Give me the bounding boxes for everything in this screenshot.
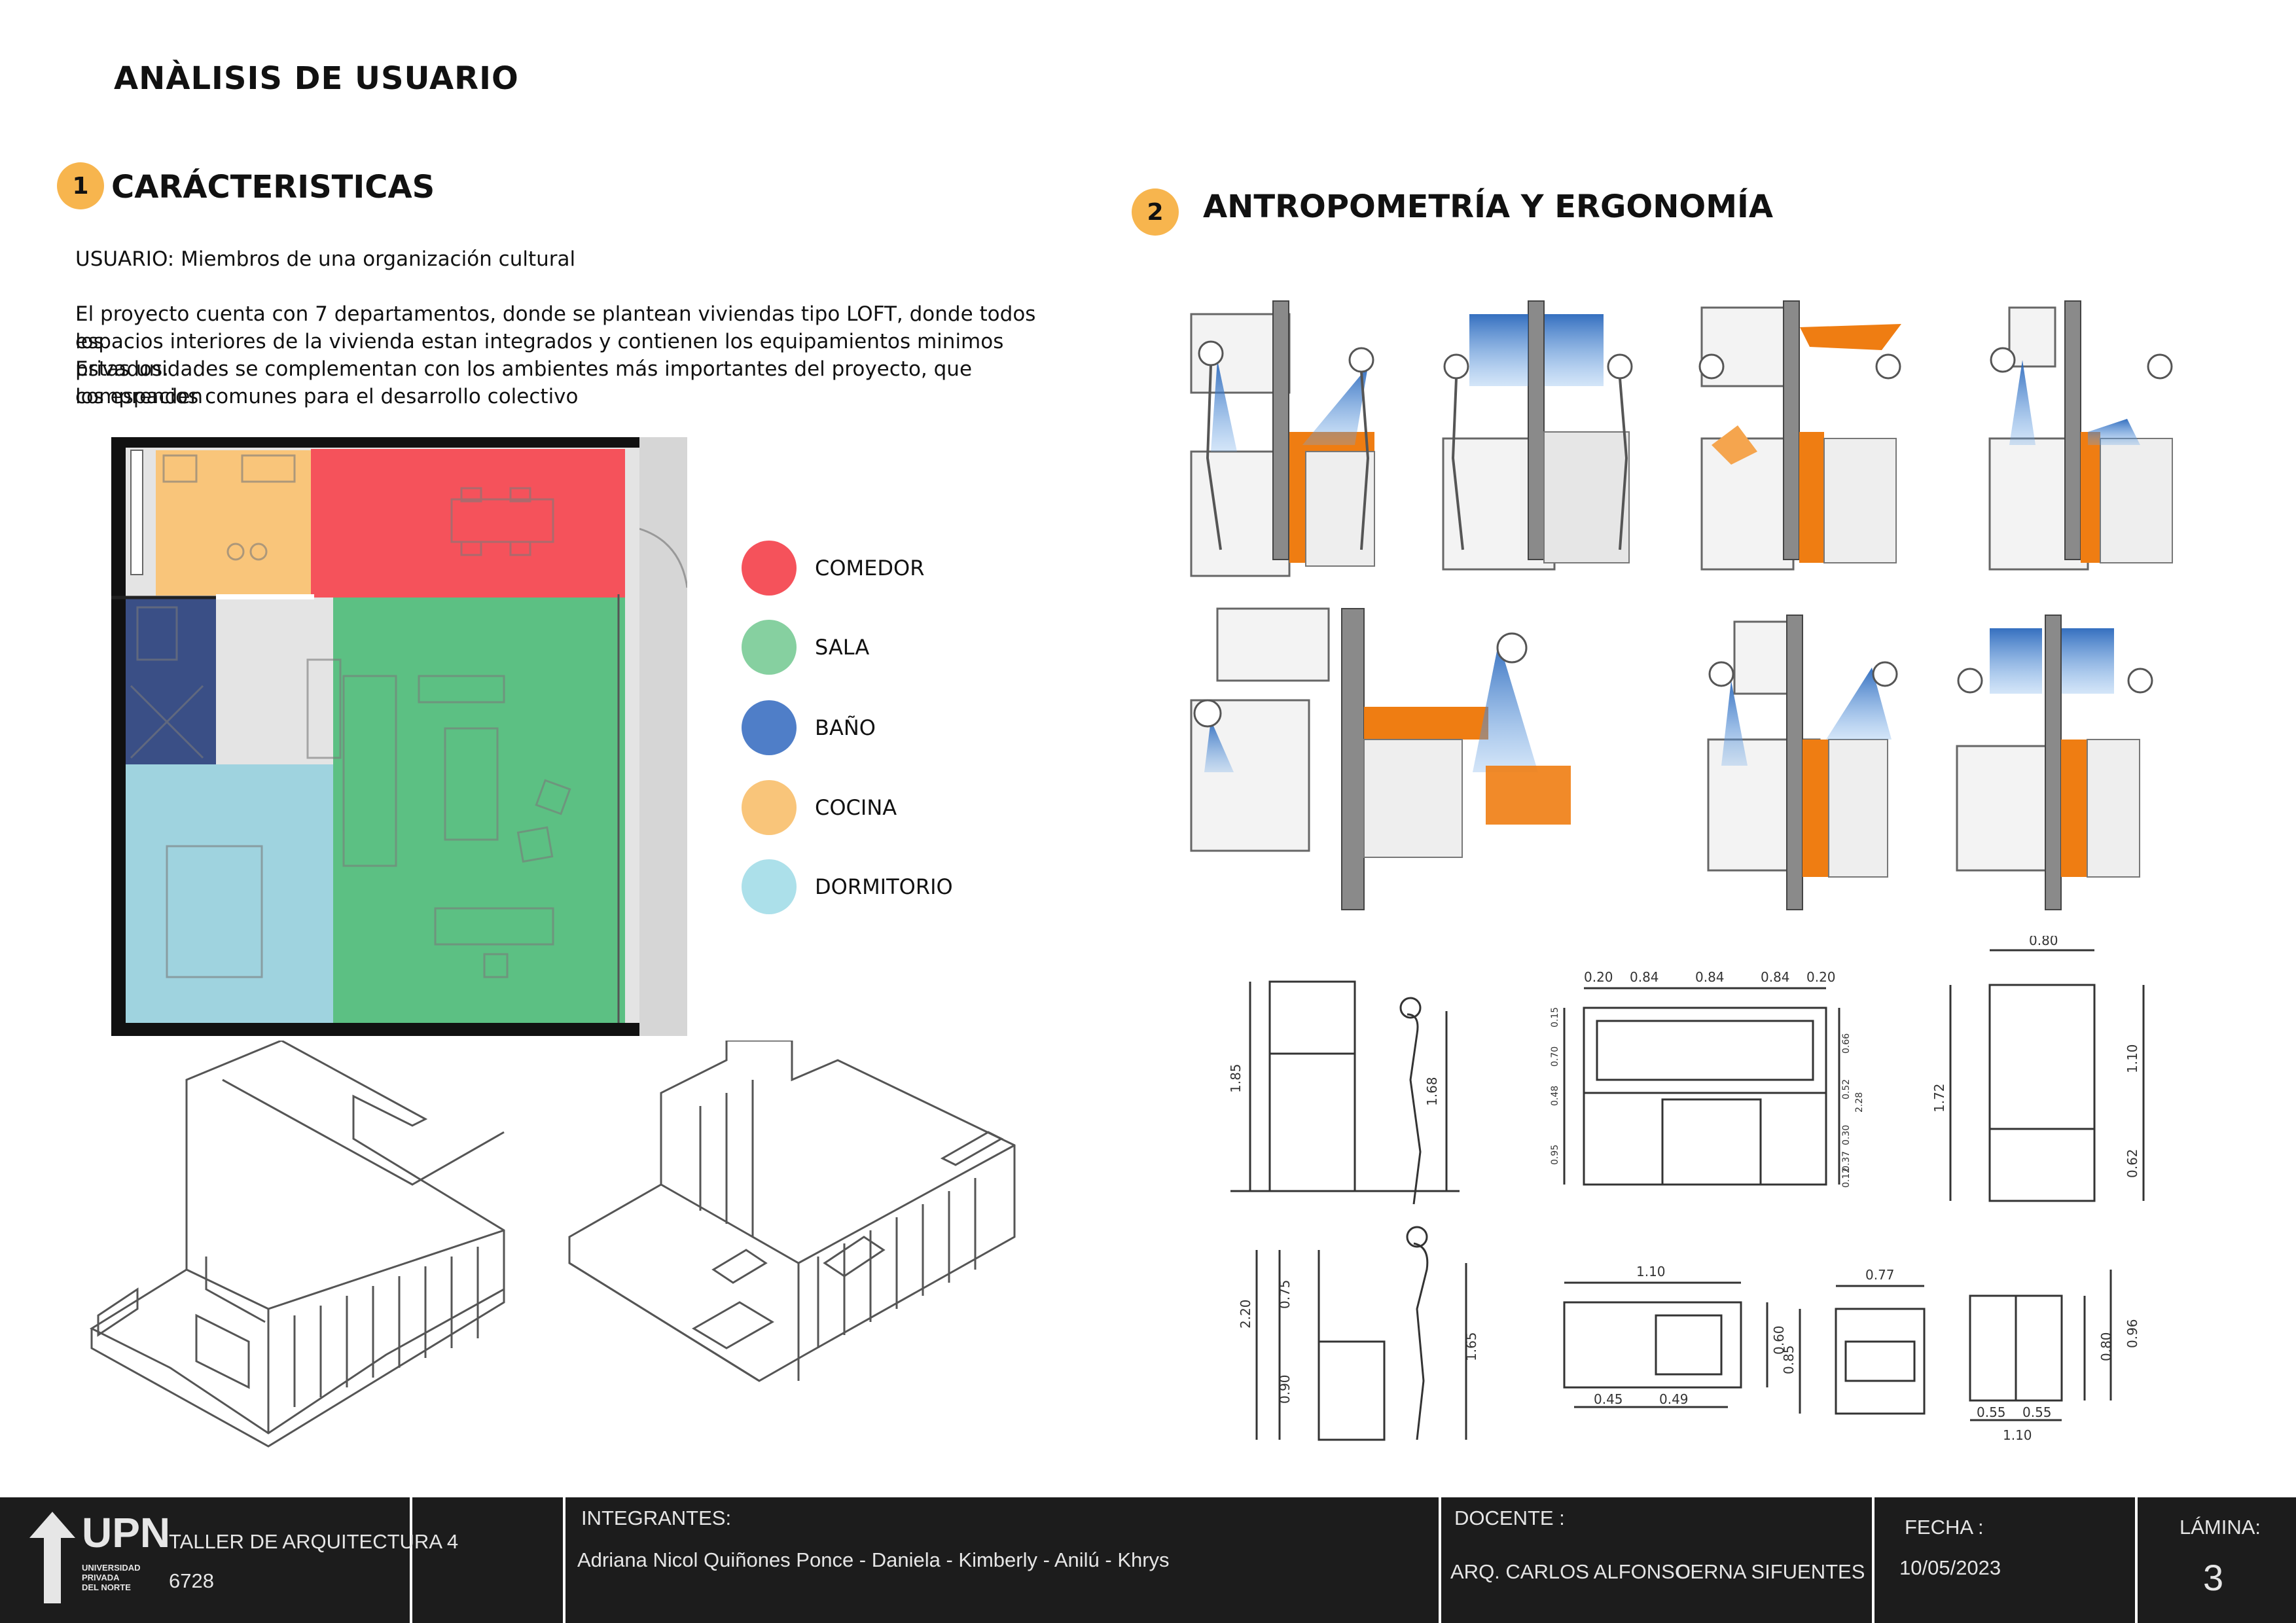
legend-item-dormitorio: DORMITORIO bbox=[742, 859, 953, 914]
dim-label: 0.70 bbox=[1550, 1046, 1560, 1067]
ergonomic-panel-7 bbox=[1956, 615, 2153, 910]
description-line-4: los espacios comunes para el desarrollo … bbox=[75, 385, 579, 408]
footer-divider bbox=[2135, 1497, 2138, 1623]
dim-label: 0.85 bbox=[1781, 1345, 1797, 1374]
fecha-value: 10/05/2023 bbox=[1899, 1556, 2001, 1579]
legend-label: BAÑO bbox=[815, 715, 876, 740]
dim-label: 0.84 bbox=[1761, 969, 1790, 985]
dim-label: 1.10 bbox=[2125, 1044, 2140, 1073]
ergonomic-panel-1 bbox=[1190, 300, 1375, 577]
dim-label: 1.65 bbox=[1463, 1332, 1479, 1361]
course-name: TALLER DE ARQUITECTURA 4 bbox=[169, 1530, 459, 1553]
footer-divider bbox=[1872, 1497, 1874, 1623]
legend-item-comedor: COMEDOR bbox=[742, 541, 924, 596]
zone-comedor bbox=[311, 449, 625, 597]
zone-dormitorio bbox=[126, 764, 333, 1023]
docente-surname: CERNA SIFUENTES bbox=[1676, 1560, 1865, 1583]
docente-name: ARQ. CARLOS ALFONSO bbox=[1450, 1560, 1691, 1583]
dim-label: 0.37 bbox=[1841, 1151, 1852, 1171]
page-title: ANÀLISIS DE USUARIO bbox=[114, 60, 519, 97]
description-line-2: espacios interiores de la vivienda estan… bbox=[75, 330, 1004, 381]
footer-divider bbox=[563, 1497, 565, 1623]
ergonomic-panel-6 bbox=[1707, 615, 1898, 910]
dim-label: 0.77 bbox=[1865, 1267, 1895, 1283]
dim-label: 0.55 bbox=[1977, 1404, 2006, 1420]
lamina-label: LÁMINA: bbox=[2179, 1516, 2261, 1539]
dim-label: 0.49 bbox=[1659, 1391, 1689, 1407]
dim-label: 0.75 bbox=[1277, 1279, 1293, 1309]
dim-label: 1.68 bbox=[1424, 1077, 1440, 1106]
fecha-label: FECHA : bbox=[1905, 1516, 1984, 1539]
integrantes-label: INTEGRANTES: bbox=[581, 1507, 732, 1529]
legend-dot-comedor bbox=[742, 541, 797, 596]
description-line-1: El proyecto cuenta con 7 departamentos, … bbox=[75, 302, 1036, 353]
section-2-badge: 2 bbox=[1132, 188, 1179, 236]
ergonomic-illustrations bbox=[1190, 300, 2173, 910]
footer-bar bbox=[0, 1497, 2296, 1623]
upn-logo-text: UPN bbox=[82, 1509, 171, 1556]
dim-label: 0.20 bbox=[1584, 969, 1613, 985]
dim-label: 0.48 bbox=[1550, 1086, 1560, 1106]
dim-label: 0.45 bbox=[1594, 1391, 1623, 1407]
dim-label: 0.12 bbox=[1841, 1168, 1852, 1188]
legend-item-bano: BAÑO bbox=[742, 700, 876, 755]
lamina-number: 3 bbox=[2203, 1557, 2224, 1598]
dim-label: 0.90 bbox=[1277, 1374, 1293, 1404]
legend-dot-cocina bbox=[742, 780, 797, 835]
dim-label: 0.20 bbox=[1806, 969, 1836, 985]
dim-label: 0.55 bbox=[2022, 1404, 2052, 1420]
legend-dot-bano bbox=[742, 700, 797, 755]
dim-label: 1.85 bbox=[1230, 1063, 1244, 1093]
dim-label: 0.84 bbox=[1695, 969, 1725, 985]
upn-logo-subtitle: UNIVERSIDAD PRIVADA DEL NORTE bbox=[82, 1563, 141, 1592]
dim-label: 0.62 bbox=[2125, 1149, 2140, 1178]
footer-divider bbox=[1439, 1497, 1441, 1623]
legend-dot-sala bbox=[742, 620, 797, 675]
section-1-badge: 1 bbox=[57, 162, 104, 209]
legend-label: DORMITORIO bbox=[815, 874, 953, 899]
dim-label: 0.30 bbox=[1841, 1125, 1852, 1145]
footer-divider bbox=[410, 1497, 412, 1623]
course-code: 6728 bbox=[169, 1569, 214, 1592]
dim-label: 1.10 bbox=[1636, 1264, 1666, 1279]
ergonomic-panel-4 bbox=[1988, 300, 2173, 571]
zone-cocina bbox=[156, 450, 311, 596]
dim-label: 2.20 bbox=[1238, 1299, 1253, 1329]
docente-label: DOCENTE : bbox=[1454, 1507, 1565, 1529]
dim-label: 0.96 bbox=[2125, 1319, 2140, 1348]
dim-label: 0.84 bbox=[1630, 969, 1659, 985]
upn-logo-icon bbox=[29, 1512, 75, 1603]
ergonomic-panel-5 bbox=[1190, 607, 1571, 910]
zone-bano bbox=[126, 597, 216, 764]
legend-item-cocina: COCINA bbox=[742, 780, 897, 835]
section-1-title: CARÁCTERISTICAS bbox=[111, 169, 435, 205]
usuario-text: USUARIO: Miembros de una organización cu… bbox=[75, 247, 576, 271]
zone-sala bbox=[333, 597, 625, 1023]
dim-label: 0.52 bbox=[1841, 1079, 1852, 1099]
legend-label: COMEDOR bbox=[815, 556, 925, 580]
ergonomic-panel-3 bbox=[1698, 300, 1901, 571]
dim-label: 0.95 bbox=[1550, 1145, 1560, 1165]
ergonomic-panel-2 bbox=[1442, 300, 1633, 571]
section-2-title: ANTROPOMETRÍA Y ERGONOMÍA bbox=[1203, 188, 1773, 225]
dim-label: 1.10 bbox=[2003, 1427, 2032, 1443]
dim-label: 0.60 bbox=[1771, 1325, 1787, 1355]
legend-dot-dormitorio bbox=[742, 859, 797, 914]
dim-label: 0.15 bbox=[1550, 1007, 1560, 1027]
kitchen-dimension-drawings: 1.85 1.68 0.20 0.84 0.84 0.84 0.20 0.15 … bbox=[1230, 936, 2145, 1443]
legend-label: COCINA bbox=[815, 795, 897, 820]
isometric-drawings bbox=[89, 1041, 1016, 1448]
dim-label: 0.80 bbox=[2029, 936, 2058, 948]
dim-label: 0.66 bbox=[1841, 1033, 1852, 1054]
description-line-3: Estas unidades se complementan con los a… bbox=[75, 357, 973, 408]
integrantes-names: Adriana Nicol Quiñones Ponce - Daniela -… bbox=[577, 1548, 1170, 1571]
legend-label: SALA bbox=[815, 635, 870, 660]
legend-item-sala: SALA bbox=[742, 620, 869, 675]
dim-label: 1.72 bbox=[1931, 1083, 1947, 1113]
floor-plan bbox=[111, 437, 687, 1036]
dim-label: 2.28 bbox=[1854, 1092, 1865, 1113]
dim-label: 0.80 bbox=[2098, 1332, 2114, 1361]
